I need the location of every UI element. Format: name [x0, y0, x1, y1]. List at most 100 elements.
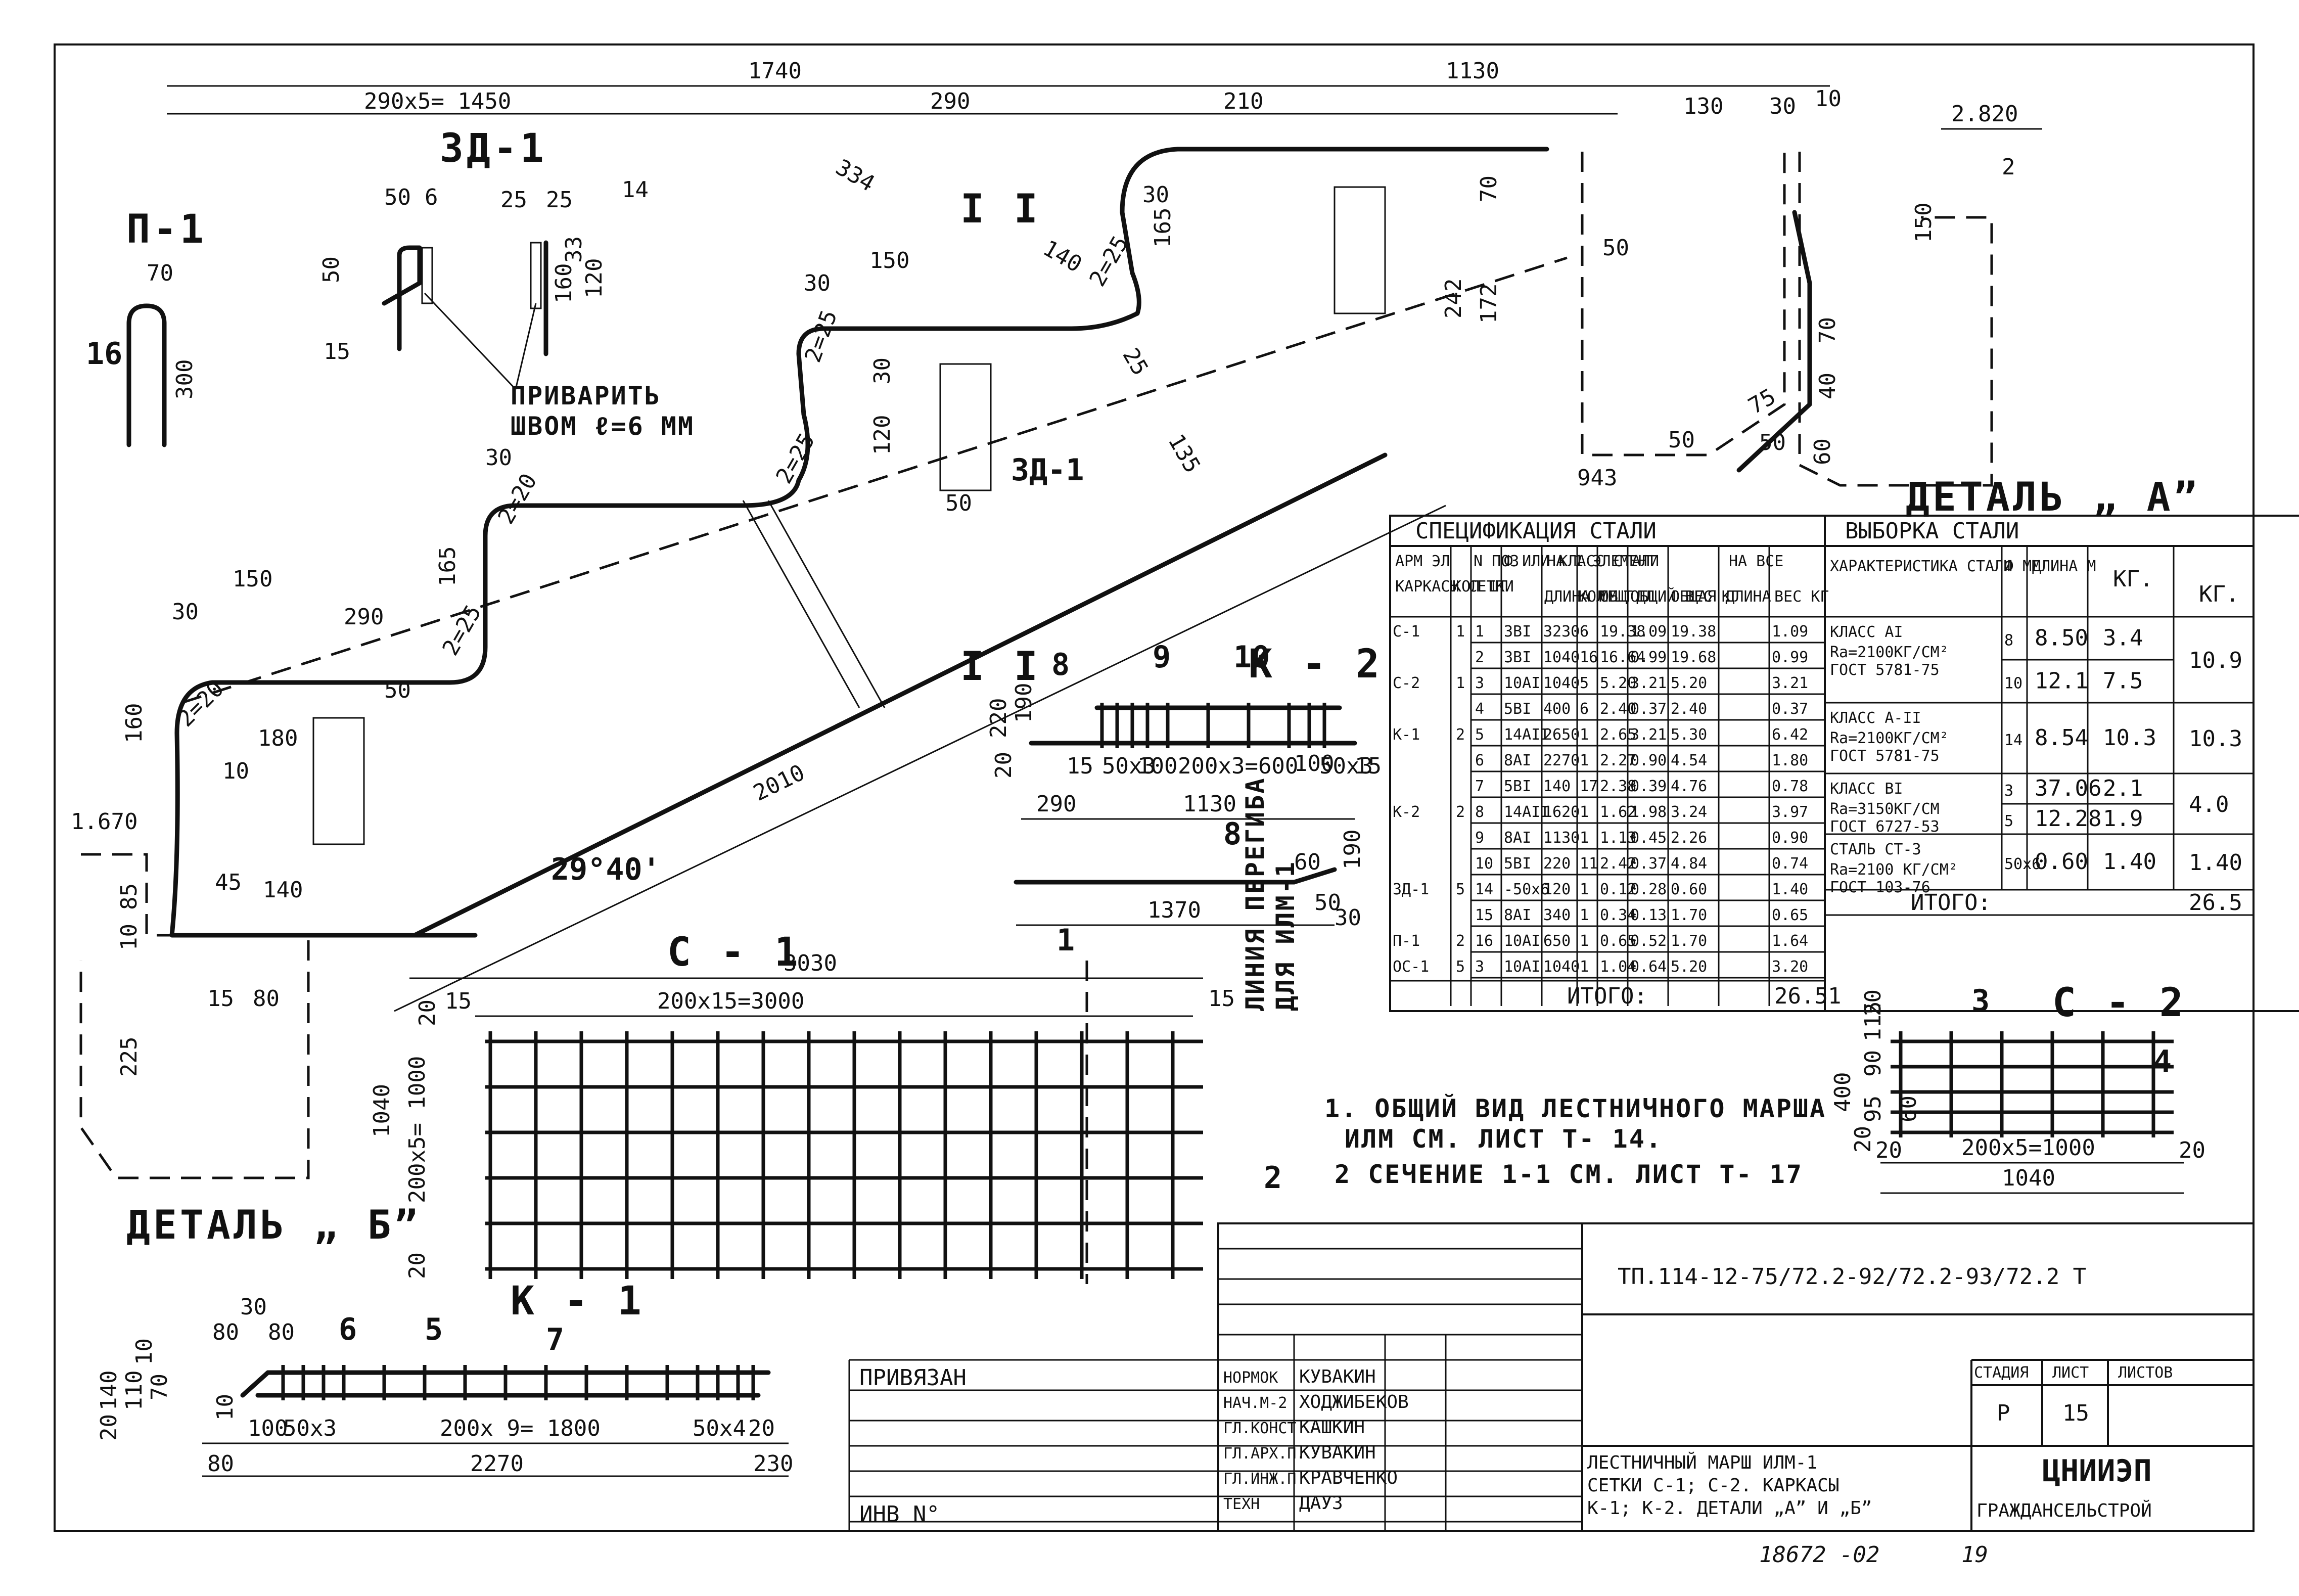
- dim-290x5: 290x5= 1450: [364, 88, 511, 114]
- spec-cell: 10: [1475, 855, 1493, 873]
- c1-pos-2: 2: [1264, 1160, 1282, 1196]
- a-dim-50b: 50: [1668, 427, 1695, 453]
- dim-2820: 2.820: [1951, 101, 2018, 127]
- spec-cell: 1040: [1543, 674, 1580, 692]
- c1-dim-200x15: 200x15=3000: [657, 988, 804, 1014]
- detail-b-outline: [79, 853, 310, 1179]
- spec-h-kol: КОЛ ШТ: [1452, 578, 1507, 596]
- section-mark-bottom: I I: [960, 644, 1041, 690]
- tb-desc-2: СЕТКИ С-1; С-2. КАРКАСЫ: [1587, 1475, 1840, 1496]
- label-zd1-top: ЗД-1: [440, 126, 547, 171]
- k1-dim-200x9: 200x 9= 1800: [440, 1416, 601, 1441]
- spec-h-na1: НА 1 ЭЛЕМЕНТ: [1547, 553, 1657, 570]
- vyb-phi: 8: [2004, 632, 2013, 650]
- tb-listov-h: ЛИСТОВ: [2118, 1364, 2173, 1382]
- vyb-phi: 3: [2004, 782, 2013, 800]
- tb-name: КРАВЧЕНКО: [1299, 1468, 1398, 1488]
- spec-h-ves: ВЕС КГ: [1774, 588, 1829, 606]
- spec-cell: 0.37: [1630, 700, 1667, 718]
- spec-cell: 0.28: [1630, 881, 1667, 898]
- vyb-phi: 10: [2004, 675, 2022, 693]
- k1-pos-5: 5: [425, 1312, 443, 1347]
- spec-cell: 4.54: [1671, 752, 1707, 769]
- cage-k2: К - 2 8 9 10 220 190 20 15 50x3 100 200x…: [986, 640, 1382, 931]
- k1-dim-10: 10: [131, 1338, 157, 1365]
- tb-role: НАЧ.М-2: [1223, 1394, 1287, 1412]
- spec-cell: 2: [1456, 932, 1465, 950]
- detail-b-title: ДЕТАЛЬ „ Б”: [126, 1203, 421, 1248]
- spec-cell: 1.64: [1772, 932, 1808, 950]
- spec-cell: 0.52: [1630, 932, 1667, 950]
- vyb-char-2: Rа=2100 КГ/СМ²: [1830, 861, 1958, 879]
- k2-bar8-label: 8: [1223, 816, 1242, 852]
- spec-cell: 1.40: [1772, 881, 1808, 898]
- top-dimensions: 1740 1130 290x5= 1450 290 210 130 30 10 …: [167, 58, 2042, 130]
- spec-cell: 14: [1475, 881, 1493, 898]
- spec-h-kolb: КОЛ ШТ: [1578, 588, 1633, 606]
- vyb-h-dl: ДЛИНА М: [2032, 558, 2096, 575]
- vyb-itogo-val: 26.5: [2189, 890, 2242, 916]
- vyb-length: 0.60: [2035, 849, 2088, 875]
- dim-140b: 140: [263, 877, 303, 903]
- section-mark-top: I I: [960, 187, 1041, 232]
- note-1a: 1. ОБЩИЙ ВИД ЛЕСТНИЧНОГО МАРША: [1324, 1093, 1826, 1123]
- k1-title: К - 1: [511, 1279, 645, 1324]
- spec-cell: 1: [1580, 829, 1589, 847]
- spec-h-dlina: ДЛИНА ММ: [1544, 588, 1618, 606]
- label-p1: П-1: [126, 207, 207, 252]
- spec-cell: 8АI: [1504, 752, 1531, 769]
- spec-cell: 3.97: [1772, 803, 1808, 821]
- dim-160: 160: [121, 703, 147, 743]
- spec-cell: 8: [1475, 803, 1484, 821]
- spec-cell: 2.26: [1671, 829, 1707, 847]
- c2-dim-1040: 1040: [2002, 1165, 2055, 1191]
- spec-cell: 2.27: [1600, 752, 1636, 769]
- dim-50b: 50: [384, 677, 411, 703]
- c2-dim-20d: 20: [2179, 1137, 2205, 1163]
- vyb-kg: 10.3: [2103, 725, 2156, 751]
- vyb-length: 8.50: [2035, 625, 2088, 651]
- spec-cell: 11: [1580, 855, 1598, 873]
- c2-dim-200x5: 200x5=1000: [1961, 1135, 2095, 1161]
- spec-cell: 1: [1580, 881, 1589, 898]
- spec-cell: 120: [1543, 881, 1571, 898]
- c2-dim-400: 400: [1830, 1072, 1856, 1112]
- c2-pos-4: 4: [2153, 1044, 2172, 1079]
- dim-135: 135: [1163, 430, 1205, 477]
- spec-cell: 340: [1543, 906, 1571, 924]
- vyb-char-3: ГОСТ 6727-53: [1830, 818, 1940, 836]
- spec-cell: 2: [1456, 726, 1465, 744]
- vyb-kg: 3.4: [2103, 625, 2143, 651]
- k1-dim-30: 30: [240, 1294, 267, 1320]
- note-2: 2 СЕЧЕНИЕ 1-1 СМ. ЛИСТ Т- 17: [1335, 1160, 1803, 1189]
- detail-a-outline: [1581, 152, 1786, 457]
- k2-dim-100b: 100: [1294, 751, 1334, 777]
- spec-cell: 0.65: [1772, 906, 1808, 924]
- a-dim-75: 75: [1744, 384, 1780, 420]
- tb-privyazan: ПРИВЯЗАН: [859, 1365, 967, 1391]
- k1-dim-20b: 20: [748, 1416, 775, 1441]
- spec-cell: 1.62: [1600, 803, 1636, 821]
- k2-dim-190: 190: [1011, 683, 1037, 723]
- tb-name: ХОДЖИБЕКОВ: [1299, 1392, 1409, 1412]
- k1-dim-80a: 80: [212, 1319, 239, 1345]
- spec-itogo-val: 26.51: [1774, 983, 1841, 1009]
- c1-bend-line-2: ДЛЯ ИЛМ-1: [1271, 860, 1300, 1011]
- spec-cell: 2270: [1543, 752, 1580, 769]
- spec-cell: 0.65: [1600, 932, 1636, 950]
- spec-cell: 5.20: [1600, 674, 1636, 692]
- spec-cell: 5.20: [1671, 958, 1707, 976]
- spec-cell: К-2: [1393, 803, 1420, 821]
- c1-grid: [485, 1031, 1203, 1279]
- stair-soffit: [412, 452, 1388, 938]
- tb-org-2: ГРАЖДАНСЕЛЬСТРОЙ: [1976, 1500, 2152, 1521]
- a-dim-50: 50: [1602, 235, 1629, 261]
- spec-cell: 19.38: [1600, 623, 1645, 641]
- spec-cell: 400: [1543, 700, 1571, 718]
- spec-cell: 0.13: [1630, 906, 1667, 924]
- spec-cell: 1620: [1543, 803, 1580, 821]
- spec-cell: 4.84: [1671, 855, 1707, 873]
- k2-pos-10: 10: [1233, 640, 1270, 675]
